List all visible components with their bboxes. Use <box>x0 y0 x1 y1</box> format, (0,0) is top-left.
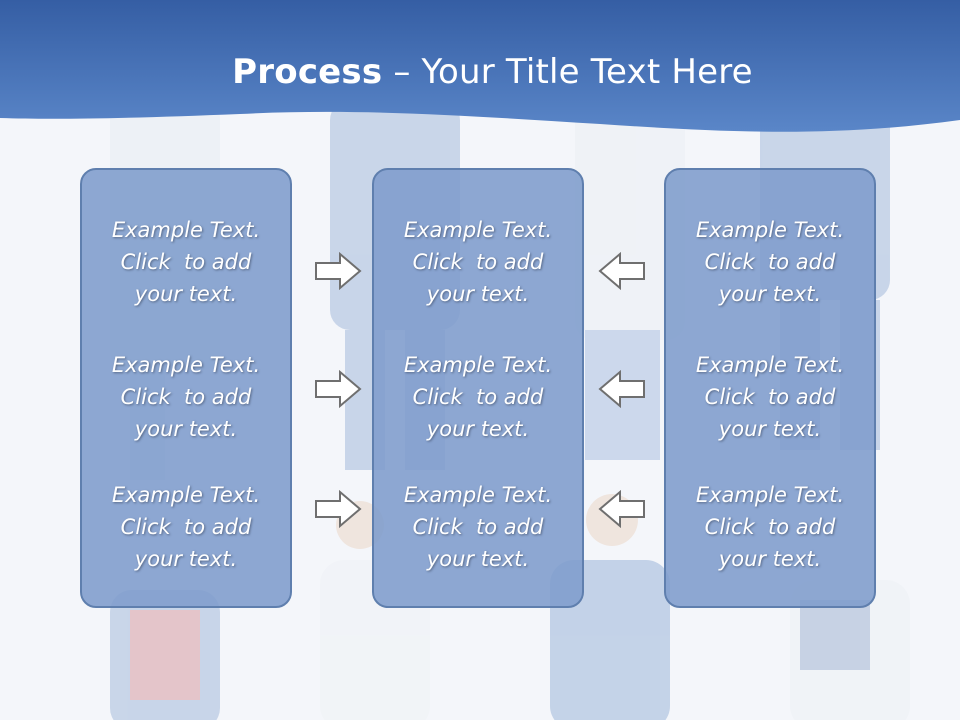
left-arrow-icon[interactable] <box>598 490 646 528</box>
box-1-text-2[interactable]: Example Text. Click to add your text. <box>82 349 290 445</box>
box-3-text-1[interactable]: Example Text. Click to add your text. <box>666 214 874 310</box>
process-box-3[interactable]: Example Text. Click to add your text. Ex… <box>664 168 876 608</box>
box-2-text-1[interactable]: Example Text. Click to add your text. <box>374 214 582 310</box>
text-line: Click to add <box>120 250 252 274</box>
text-line: your text. <box>718 547 822 571</box>
title-dash: – <box>382 52 422 92</box>
left-arrow-icon[interactable] <box>598 370 646 408</box>
process-box-2[interactable]: Example Text. Click to add your text. Ex… <box>372 168 584 608</box>
text-line: Example Text. <box>403 483 553 507</box>
text-line: Example Text. <box>111 218 261 242</box>
box-2-text-3[interactable]: Example Text. Click to add your text. <box>374 479 582 575</box>
process-box-1[interactable]: Example Text. Click to add your text. Ex… <box>80 168 292 608</box>
text-line: Click to add <box>412 515 544 539</box>
text-line: Click to add <box>120 385 252 409</box>
header-banner <box>0 0 960 132</box>
text-line: Example Text. <box>403 218 553 242</box>
text-line: Example Text. <box>403 353 553 377</box>
title-rest: Your Title Text Here <box>421 52 753 92</box>
text-line: Example Text. <box>695 353 845 377</box>
text-line: Click to add <box>704 515 836 539</box>
box-3-text-3[interactable]: Example Text. Click to add your text. <box>666 479 874 575</box>
text-line: Example Text. <box>695 483 845 507</box>
text-line: your text. <box>718 417 822 441</box>
slide-title[interactable]: Process – Your Title Text Here <box>0 52 960 92</box>
box-1-text-1[interactable]: Example Text. Click to add your text. <box>82 214 290 310</box>
right-arrow-icon[interactable] <box>314 252 362 290</box>
text-line: your text. <box>718 282 822 306</box>
text-line: your text. <box>134 282 238 306</box>
box-2-text-2[interactable]: Example Text. Click to add your text. <box>374 349 582 445</box>
text-line: Example Text. <box>111 483 261 507</box>
text-line: your text. <box>134 417 238 441</box>
text-line: your text. <box>134 547 238 571</box>
text-line: your text. <box>426 417 530 441</box>
text-line: Click to add <box>412 250 544 274</box>
text-line: Example Text. <box>695 218 845 242</box>
text-line: Click to add <box>704 250 836 274</box>
text-line: Click to add <box>412 385 544 409</box>
text-line: Click to add <box>120 515 252 539</box>
box-1-text-3[interactable]: Example Text. Click to add your text. <box>82 479 290 575</box>
title-bold: Process <box>232 52 383 92</box>
text-line: Click to add <box>704 385 836 409</box>
text-line: your text. <box>426 282 530 306</box>
right-arrow-icon[interactable] <box>314 490 362 528</box>
left-arrow-icon[interactable] <box>598 252 646 290</box>
box-3-text-2[interactable]: Example Text. Click to add your text. <box>666 349 874 445</box>
text-line: your text. <box>426 547 530 571</box>
text-line: Example Text. <box>111 353 261 377</box>
right-arrow-icon[interactable] <box>314 370 362 408</box>
